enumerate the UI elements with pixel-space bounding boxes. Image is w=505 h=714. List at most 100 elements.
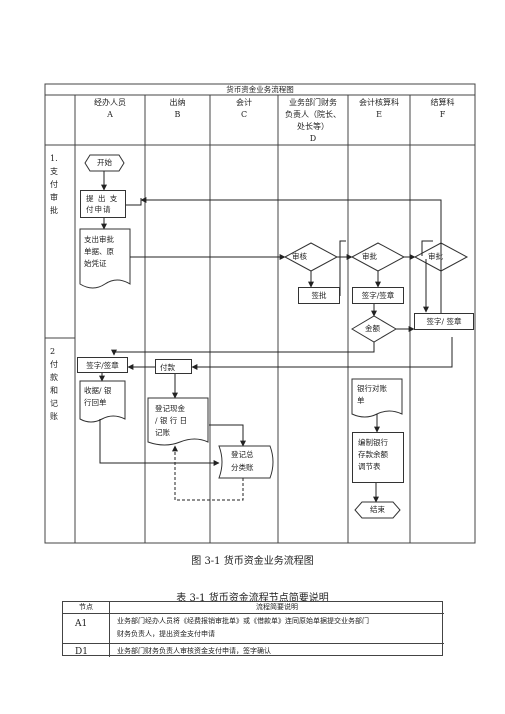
a-receipt-line: 收据/ 银 [84,386,112,395]
connector [191,337,453,370]
e-statement-document-shape [351,378,403,418]
b-journal-line: / 银 行 日 [155,416,188,425]
table-row-desc: 业务部门财务负责人审核资金支付申请，签字确认 [117,645,271,657]
table-header-node: 节点 [79,603,93,611]
f-sign-box: 签字/ 签章 [414,313,474,330]
docs-label: 支出审批 单据、原 始凭证 [84,234,114,270]
table-column-divider [109,602,110,657]
end-label: 结束 [370,505,385,514]
column-header-e: 会计核算科 E [348,97,410,121]
row-label-char: 款 [50,373,58,382]
column-name: 会计核算科 [359,98,399,107]
connector [209,424,246,447]
row-label-char: 批 [50,206,58,215]
flowchart-frame [44,83,476,544]
e-sign-box: 签字/签章 [352,287,404,304]
column-name-line: 负责人（院长、 [285,110,341,119]
table-row-desc-line: 业务部门经办人员将《经费报销审批单》或《借款单》连同原始单据提交业务部门 [117,617,369,625]
e-amount-label: 金额 [365,324,380,333]
c-ledger-label: 登记总 分类账 [231,448,254,474]
d-sign-box: 签批 [298,287,340,304]
row-label-char: 账 [50,412,58,421]
docs-line: 始凭证 [84,259,107,268]
column-code: B [174,110,181,119]
table-row-node: A1 [75,619,88,629]
a-receipt-line: 行回单 [84,398,107,407]
column-name-line: 处长等） [297,122,329,131]
column-code: D [309,134,317,143]
row-label-char: 和 [50,386,58,395]
row-label-2: 2 付 款 和 记 账 [50,345,58,423]
e-approve-label: 审批 [362,252,377,261]
apply-box: 提 出 支 付申请 [80,190,126,218]
column-name: 出纳 [169,98,186,107]
table-row-divider [63,613,444,614]
d-review-label: 审核 [292,252,307,261]
column-code: C [240,110,248,119]
apply-line: 提 出 支 [86,194,119,203]
b-journal-document-shape [147,397,209,446]
column-name-line: 业务部门财务 [289,98,337,107]
e-reconcile-line: 编制银行 [358,438,388,447]
f-approve-label: 审批 [428,252,443,261]
table-caption: 表 3-1 货币资金流程节点简要说明 [176,593,329,604]
docs-line: 支出审批 [84,235,114,244]
row-label-char: 付 [50,180,58,189]
c-ledger-line: 分类账 [231,463,254,472]
c-ledger-shape [218,445,274,479]
docs-document-shape [79,228,131,289]
a-receipt-label: 收据/ 银 行回单 [84,385,111,409]
b-pay-box: 付款 [155,359,192,374]
row-label-char: 2 [50,347,56,356]
end-terminal [354,501,401,519]
connector [111,342,375,356]
docs-line: 单据、原 [84,247,114,256]
e-reconcile-line: 存款余额 [358,450,388,459]
column-header-d: 业务部门财务 负责人（院长、 处长等） D [278,97,348,145]
row-label-char: 1. [50,154,58,163]
c-ledger-line: 登记总 [231,450,254,459]
e-reconcile-line: 调节表 [358,462,381,471]
e-statement-line: 银行对账 [357,384,387,393]
e-reconcile-box: 编制银行 存款余额 调节表 [352,432,404,483]
e-approve-diamond [350,242,406,272]
column-header-b: 出纳 B [145,97,210,121]
flowchart-title: 货币资金业务流程图 [226,85,294,94]
b-journal-label: 登记现金 / 银 行 日 记账 [155,403,187,439]
column-code: A [107,110,113,119]
start-label: 开始 [97,158,112,167]
column-header-f: 结算科 F [410,97,475,121]
table-row-node: D1 [75,647,88,657]
table-row-divider [63,643,444,644]
table-row-desc: 业务部门经办人员将《经费报销审批单》或《借款单》连同原始单据提交业务部门 财务负… [117,615,369,641]
a-receipt-document-shape [79,380,126,423]
column-header-a: 经办人员 A [75,97,145,121]
table-header-desc: 流程简要说明 [256,603,298,611]
column-name: 结算科 [430,98,455,107]
apply-line: 付申请 [86,205,112,214]
column-name: 会计 [236,98,252,107]
column-name: 经办人员 [94,98,126,107]
connector [140,197,442,313]
start-terminal [84,154,125,172]
row-label-1: 1. 支 付 审 批 [50,152,58,217]
connector [339,240,346,296]
connector [421,240,433,256]
column-code: F [439,110,446,119]
a-sign-box: 签字/签章 [77,357,128,373]
table-row-desc-line: 业务部门财务负责人审核资金支付申请，签字确认 [117,647,271,655]
description-table: 节点 流程简要说明 A1 业务部门经办人员将《经费报销审批单》或《借款单》连同原… [62,601,444,657]
connector [99,419,220,466]
column-header-c: 会计 C [210,97,278,121]
row-label-char: 记 [50,399,58,408]
e-statement-line: 单 [357,396,365,405]
b-journal-line: 记账 [155,428,170,437]
row-label-char: 付 [50,360,58,369]
dashed-connector [172,445,244,501]
figure-caption: 图 3-1 货币资金业务流程图 [191,556,314,567]
column-code: E [376,110,382,119]
table-row-desc-line: 财务负责人，提出资金支付申请 [117,630,215,638]
row-label-char: 审 [50,193,58,202]
b-journal-line: 登记现金 [155,404,185,413]
